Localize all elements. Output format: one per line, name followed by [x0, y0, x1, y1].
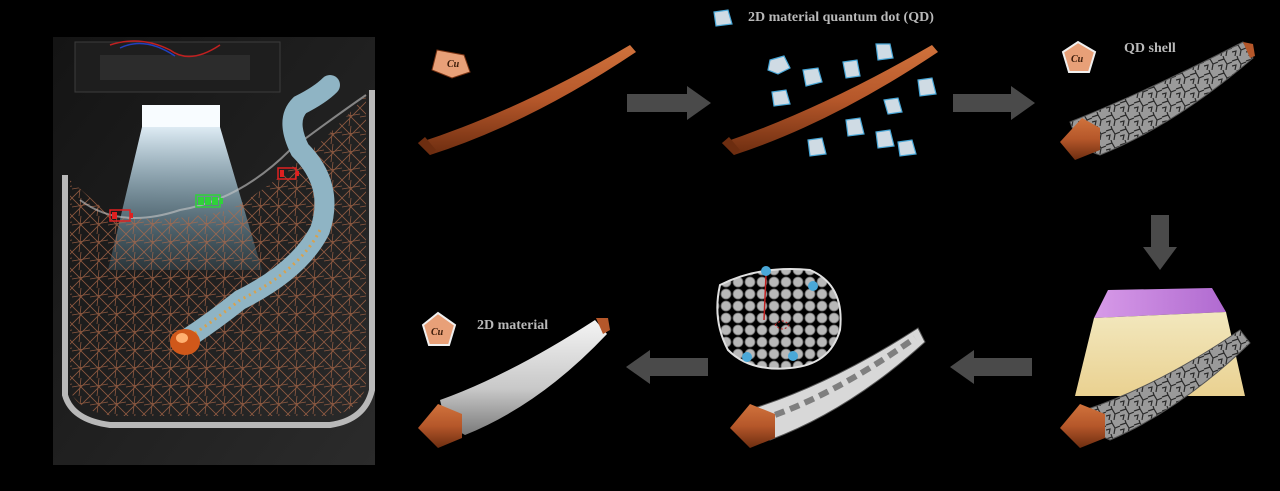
substrate-edge: [62, 90, 375, 428]
ion-icon: [808, 281, 818, 291]
arrow-right-icon: [953, 86, 1035, 120]
step-qd-coating: [713, 9, 938, 157]
copper-tip: [418, 404, 462, 448]
nanowire-mesh: [70, 95, 366, 416]
cu-pentagon-icon: [421, 311, 457, 346]
light-layer: [1094, 288, 1226, 318]
device-photo: [53, 37, 375, 465]
cu-label: Cu: [431, 327, 444, 338]
cu-label: Cu: [1071, 54, 1084, 65]
cu-label: Cu: [447, 59, 460, 70]
cu-pentagon-icon: [1061, 40, 1097, 73]
step-copper-wire: Cu: [418, 45, 636, 155]
battery-icon: [277, 167, 299, 180]
2d-material-coating: [440, 320, 607, 435]
copper-tip: [1060, 118, 1100, 160]
ion-icon: [788, 351, 798, 361]
copper-tip: [1060, 404, 1105, 448]
step-conversion: [716, 266, 926, 448]
arrow-left-icon: [950, 350, 1032, 384]
arrow-left-icon: [626, 350, 708, 384]
battery-icon: [109, 209, 133, 222]
copper-tip: [730, 404, 775, 448]
coated-wire: [175, 75, 340, 350]
qd-shell-label: QD shell: [1124, 41, 1176, 56]
copper-wire: [722, 45, 938, 155]
copper-wire: [418, 45, 636, 155]
step-qd-shell: Cu QD shell: [1060, 40, 1255, 160]
step-2d-material: Cu 2D material: [418, 311, 610, 448]
ion-icon: [761, 266, 771, 276]
ion-icon: [742, 352, 752, 362]
2d-material-label: 2D material: [477, 318, 548, 333]
battery-icon: [195, 194, 223, 208]
arrow-down-icon: [1143, 215, 1177, 270]
cu-pentagon-icon: [431, 49, 471, 79]
arrow-right-icon: [627, 86, 711, 120]
step-irradiation: [1060, 288, 1251, 448]
qd-icon: [713, 9, 937, 157]
zoom-inset: [716, 268, 842, 370]
qd-legend-label: 2D material quantum dot (QD): [748, 10, 934, 25]
